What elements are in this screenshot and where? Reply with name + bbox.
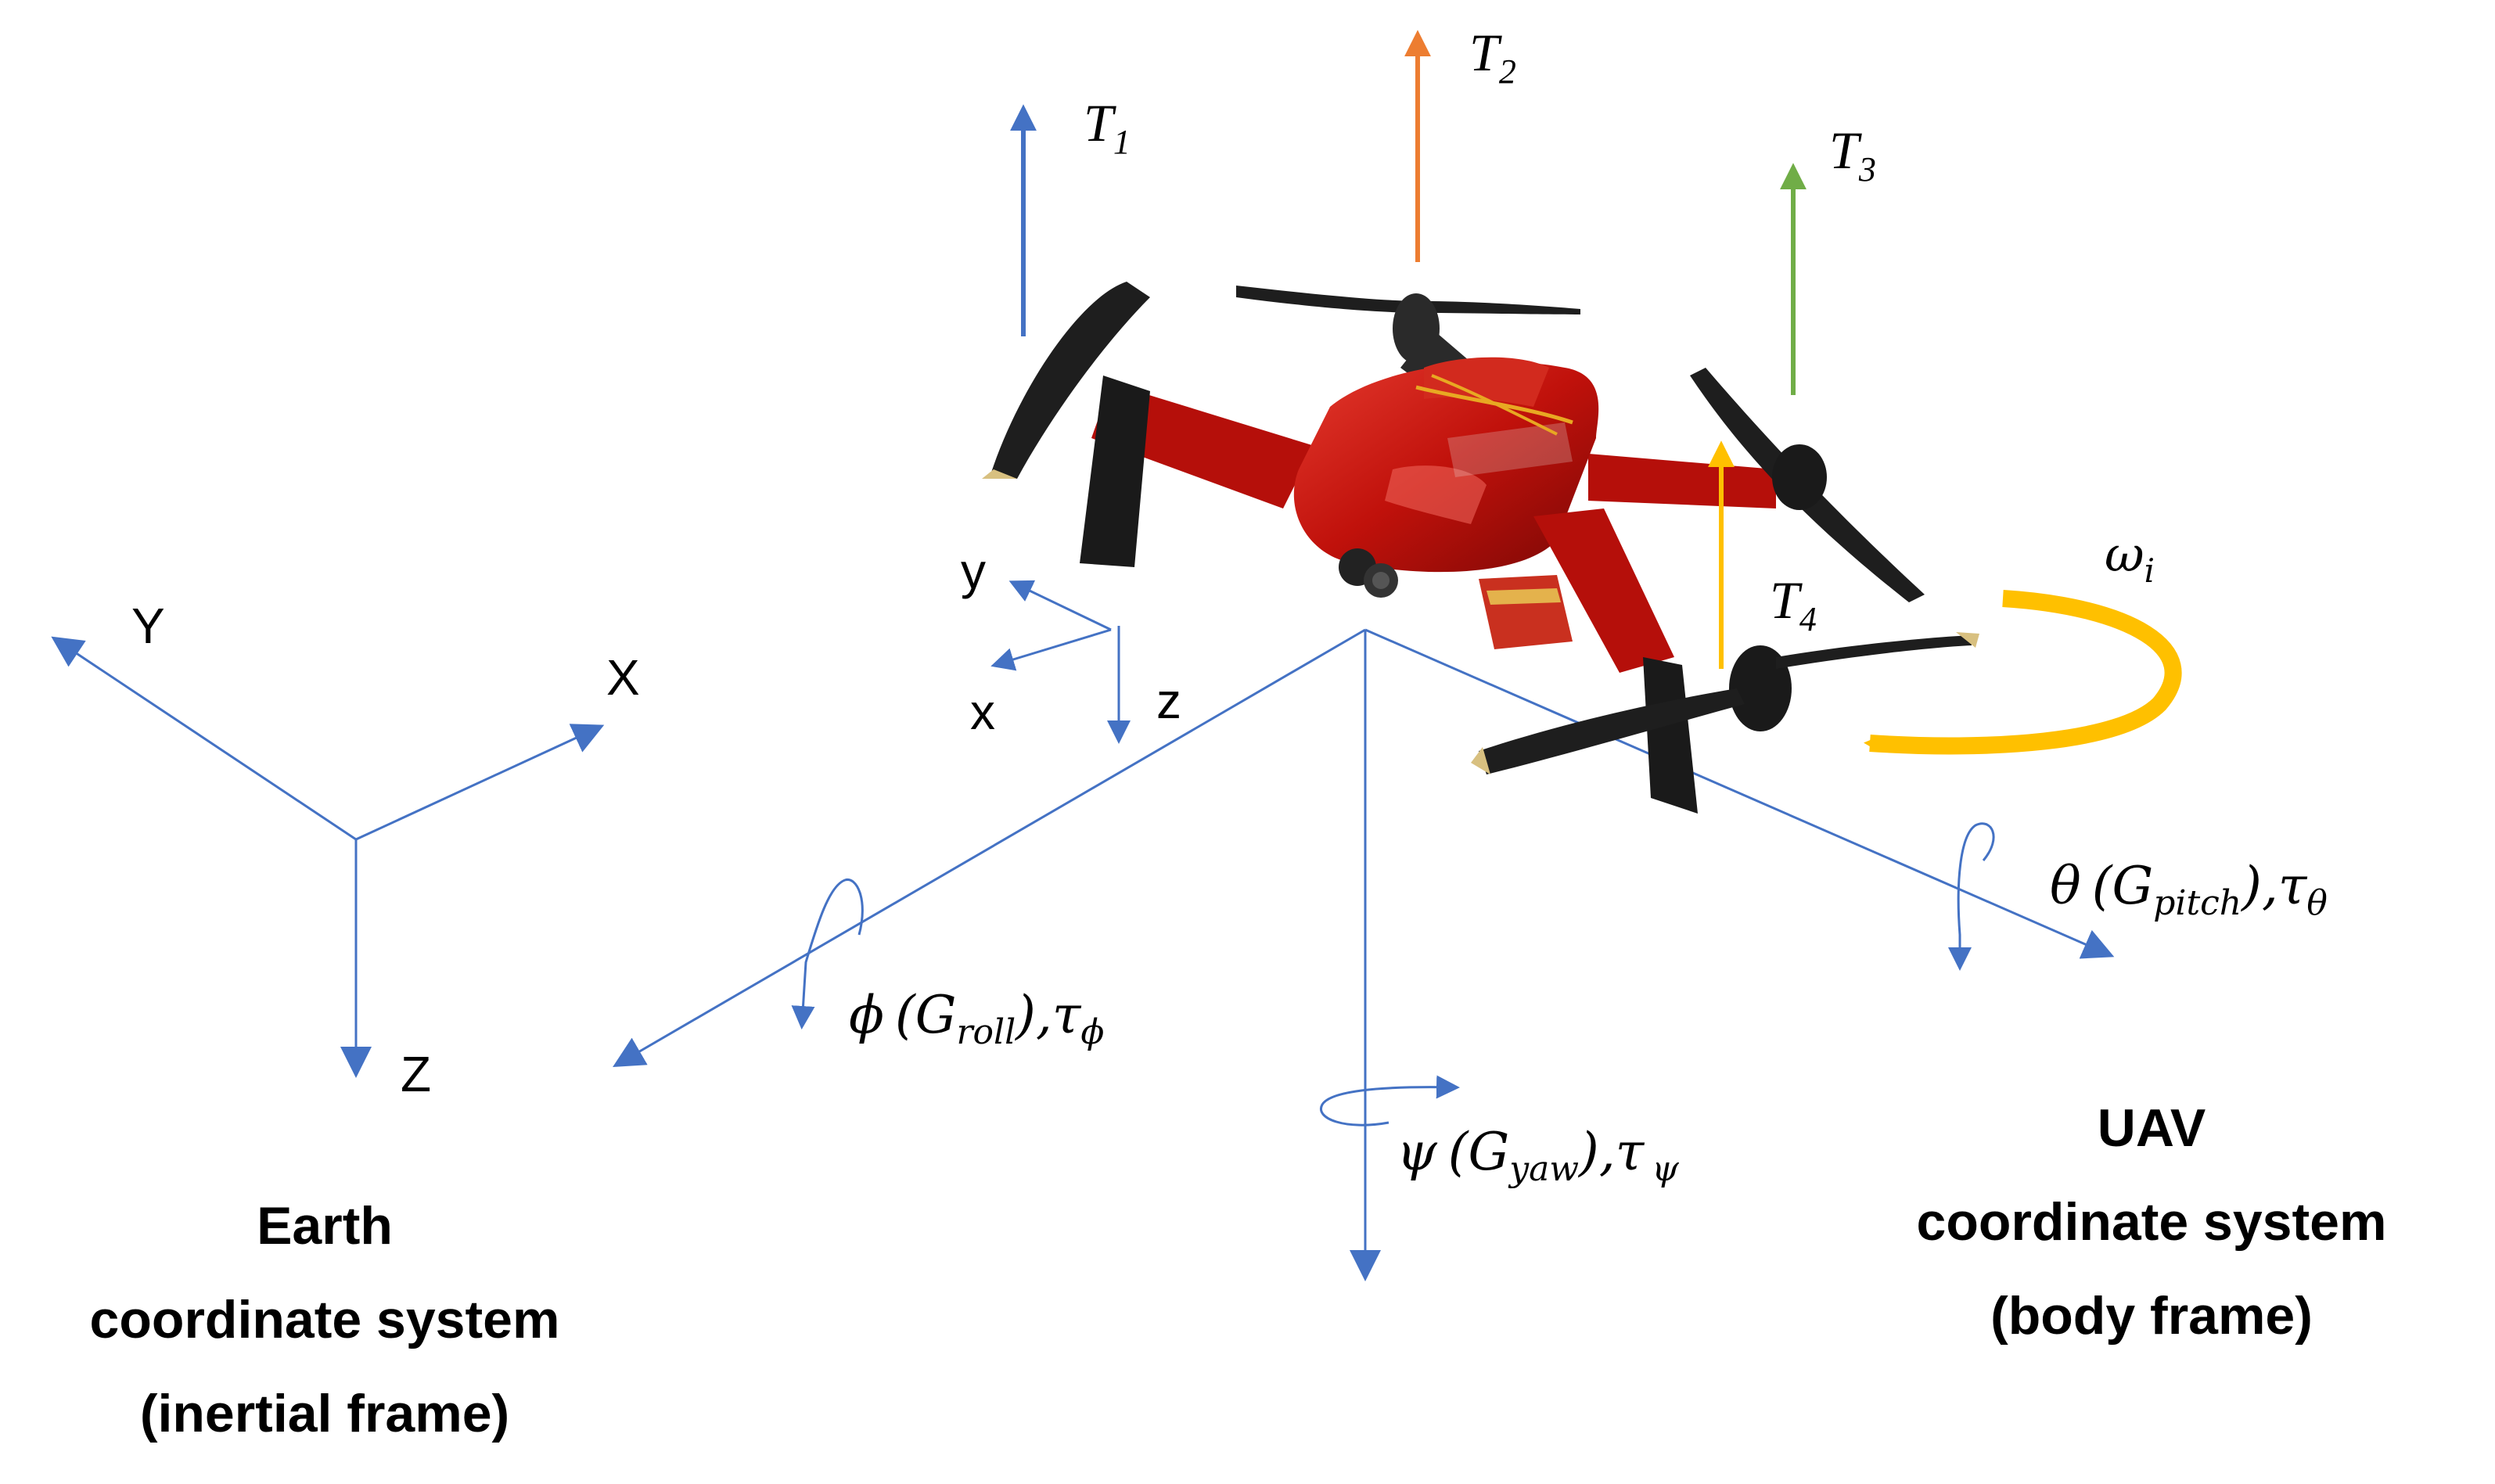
rotor-speed: ωi [1864, 526, 2182, 755]
rotor-speed-arrow [1864, 590, 2182, 755]
pitch-rotation: θ(Gpitch),τθ [1948, 822, 2328, 971]
roll-rotation-arrow [791, 879, 864, 1029]
small-z-label: z [1156, 673, 1181, 729]
pitch-label: θ(Gpitch),τθ [2050, 856, 2328, 923]
thrust-4-label: T4 [1770, 570, 1817, 638]
earth-x-label: X [606, 649, 640, 706]
earth-caption-line-1: Earth [257, 1196, 393, 1256]
small-x-axis [990, 628, 1112, 671]
thrust-3-label: T3 [1829, 120, 1876, 189]
earth-caption: Earth coordinate system (inertial frame) [90, 1196, 560, 1443]
earth-y-label: Y [131, 598, 165, 654]
yaw-rotation-arrow [1320, 1075, 1460, 1126]
thrust-2-label: T2 [1469, 23, 1516, 91]
earth-x-axis [355, 724, 605, 841]
roll-rotation: ϕ(Groll),τϕ [791, 879, 1104, 1052]
small-y-axis [1008, 580, 1112, 631]
small-y-label: y [961, 543, 986, 599]
uav-body-axes [613, 628, 2115, 1281]
uav-caption-line-3: (body frame) [1990, 1286, 2313, 1346]
earth-caption-line-3: (inertial frame) [140, 1384, 509, 1443]
small-x-label: x [970, 684, 995, 740]
thrust-1-label: T1 [1084, 93, 1131, 161]
earth-axes: Y X Z [51, 598, 640, 1102]
roll-label: ϕ(Groll),τϕ [849, 985, 1104, 1052]
uav-caption-line-1: UAV [2098, 1098, 2206, 1158]
earth-z-label: Z [401, 1046, 431, 1102]
earth-y-axis [51, 636, 357, 841]
earth-caption-line-2: coordinate system [90, 1290, 560, 1349]
pitch-rotation-arrow [1948, 822, 1995, 971]
body-pitch-axis [1364, 628, 2115, 959]
drone-image [982, 282, 1979, 814]
thrust-arrows: T1 T2 T3 T4 [1010, 23, 1876, 669]
uav-caption-line-2: coordinate system [1917, 1192, 2387, 1252]
uav-caption: UAV coordinate system (body frame) [1917, 1098, 2387, 1346]
rotor-speed-label: ωi [2105, 526, 2155, 590]
body-roll-axis [613, 628, 1366, 1068]
small-body-triad: y x z [961, 543, 1181, 744]
